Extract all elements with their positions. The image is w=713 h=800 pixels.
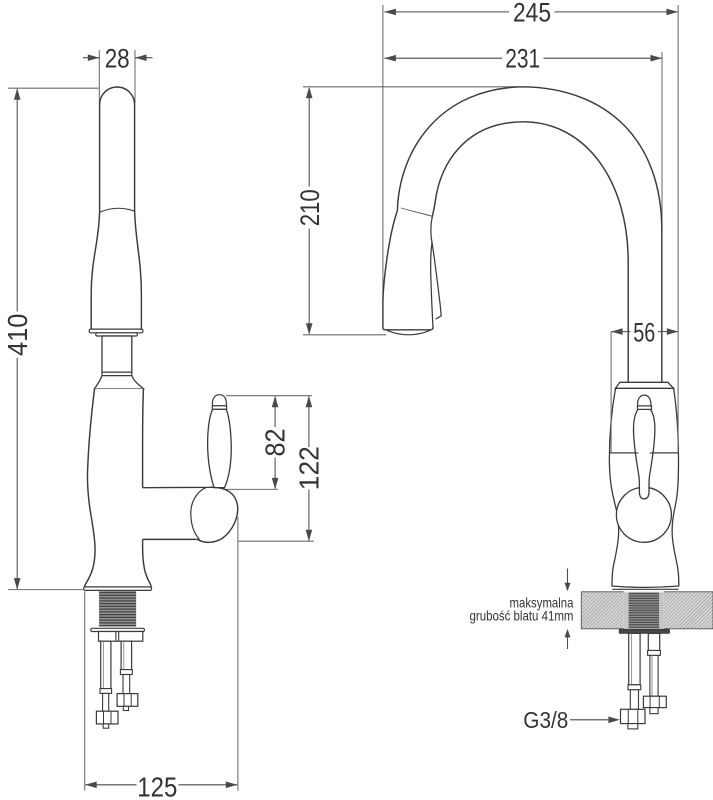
svg-text:122: 122 [293,446,324,490]
svg-text:56: 56 [633,317,655,347]
svg-text:maksymalna: maksymalna [510,594,574,610]
svg-text:125: 125 [137,772,177,800]
svg-text:grubość blatu 41mm: grubość blatu 41mm [470,607,574,623]
svg-text:210: 210 [295,189,325,226]
svg-text:231: 231 [505,44,540,74]
svg-text:G3/8: G3/8 [523,707,568,733]
svg-text:28: 28 [105,44,130,74]
svg-text:410: 410 [2,314,33,357]
svg-text:245: 245 [513,0,551,27]
svg-text:82: 82 [260,429,291,457]
